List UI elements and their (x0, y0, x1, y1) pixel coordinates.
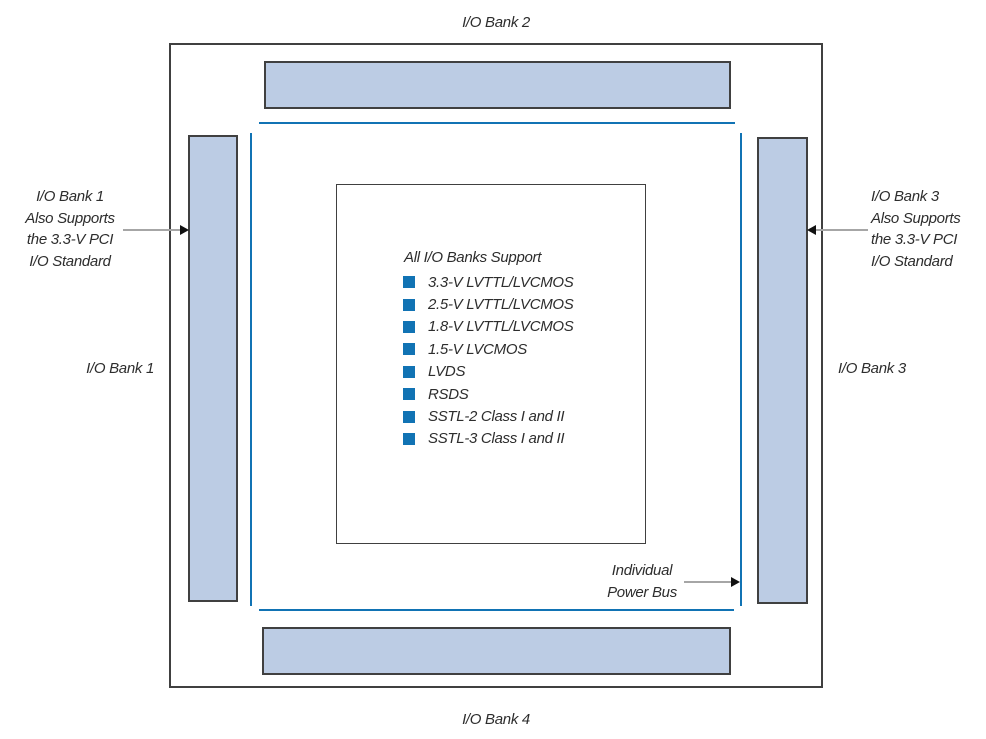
support-list-item: RSDS (403, 383, 574, 405)
bullet-square-icon (403, 432, 415, 445)
bullet-square-icon (403, 410, 415, 423)
power-bus-right-line (740, 133, 742, 606)
io-bank-1-label: I/O Bank 1 (86, 360, 154, 377)
power-bus-arrow-line (684, 581, 732, 583)
io-bank-3-label: I/O Bank 3 (838, 360, 906, 377)
bullet-square-icon (403, 343, 415, 356)
note-line: the 3.3-V PCI (26, 231, 114, 249)
io-bank-3-rect (757, 137, 808, 604)
individual-power-bus-note: Individual Power Bus (596, 560, 688, 604)
note-line: Also Supports (871, 209, 961, 227)
io-bank-1-pci-note: I/O Bank 1 Also Supports the 3.3-V PCI I… (6, 186, 134, 273)
support-list-item: 2.5-V LVTTL/LVCMOS (403, 293, 574, 315)
io-bank-4-label: I/O Bank 4 (462, 711, 530, 728)
note-line: I/O Standard (29, 253, 111, 271)
supports-content: All I/O Banks Support 3.3-V LVTTL/LVCMOS… (403, 248, 574, 450)
right-annotation-arrow-icon (807, 225, 816, 235)
note-line: I/O Standard (871, 253, 953, 271)
note-line: the 3.3-V PCI (871, 231, 958, 249)
note-line: Also Supports (25, 209, 115, 227)
support-list-item: 3.3-V LVTTL/LVCMOS (403, 271, 574, 293)
io-bank-2-label: I/O Bank 2 (462, 14, 530, 31)
support-list-item: LVDS (403, 361, 574, 383)
bullet-square-icon (403, 276, 415, 289)
bullet-square-icon (403, 320, 415, 333)
power-bus-top-line (259, 122, 735, 124)
power-bus-arrow-icon (731, 577, 740, 587)
bullet-square-icon (403, 298, 415, 311)
left-annotation-arrow-line (123, 229, 181, 231)
left-annotation-arrow-icon (180, 225, 189, 235)
note-line: I/O Bank 1 (36, 188, 104, 205)
right-annotation-arrow-line (816, 229, 868, 231)
io-bank-2-rect (264, 61, 731, 109)
bullet-square-icon (403, 365, 415, 378)
note-line: Individual (611, 562, 673, 579)
supports-box (336, 184, 646, 544)
note-line: Power Bus (607, 584, 677, 601)
support-list-item: SSTL-2 Class I and II (403, 405, 574, 427)
power-bus-left-line (250, 133, 252, 606)
supports-title: All I/O Banks Support (404, 249, 542, 266)
io-bank-4-rect (262, 627, 731, 675)
support-list-item: 1.8-V LVTTL/LVCMOS (403, 316, 574, 338)
io-bank-1-rect (188, 135, 238, 602)
support-list-item: SSTL-3 Class I and II (403, 428, 574, 450)
bullet-square-icon (403, 388, 415, 401)
note-line: I/O Bank 3 (871, 188, 939, 205)
power-bus-bottom-line (259, 609, 734, 611)
io-bank-3-pci-note: I/O Bank 3 Also Supports the 3.3-V PCI I… (871, 186, 986, 273)
support-list-item: 1.5-V LVCMOS (403, 338, 574, 360)
